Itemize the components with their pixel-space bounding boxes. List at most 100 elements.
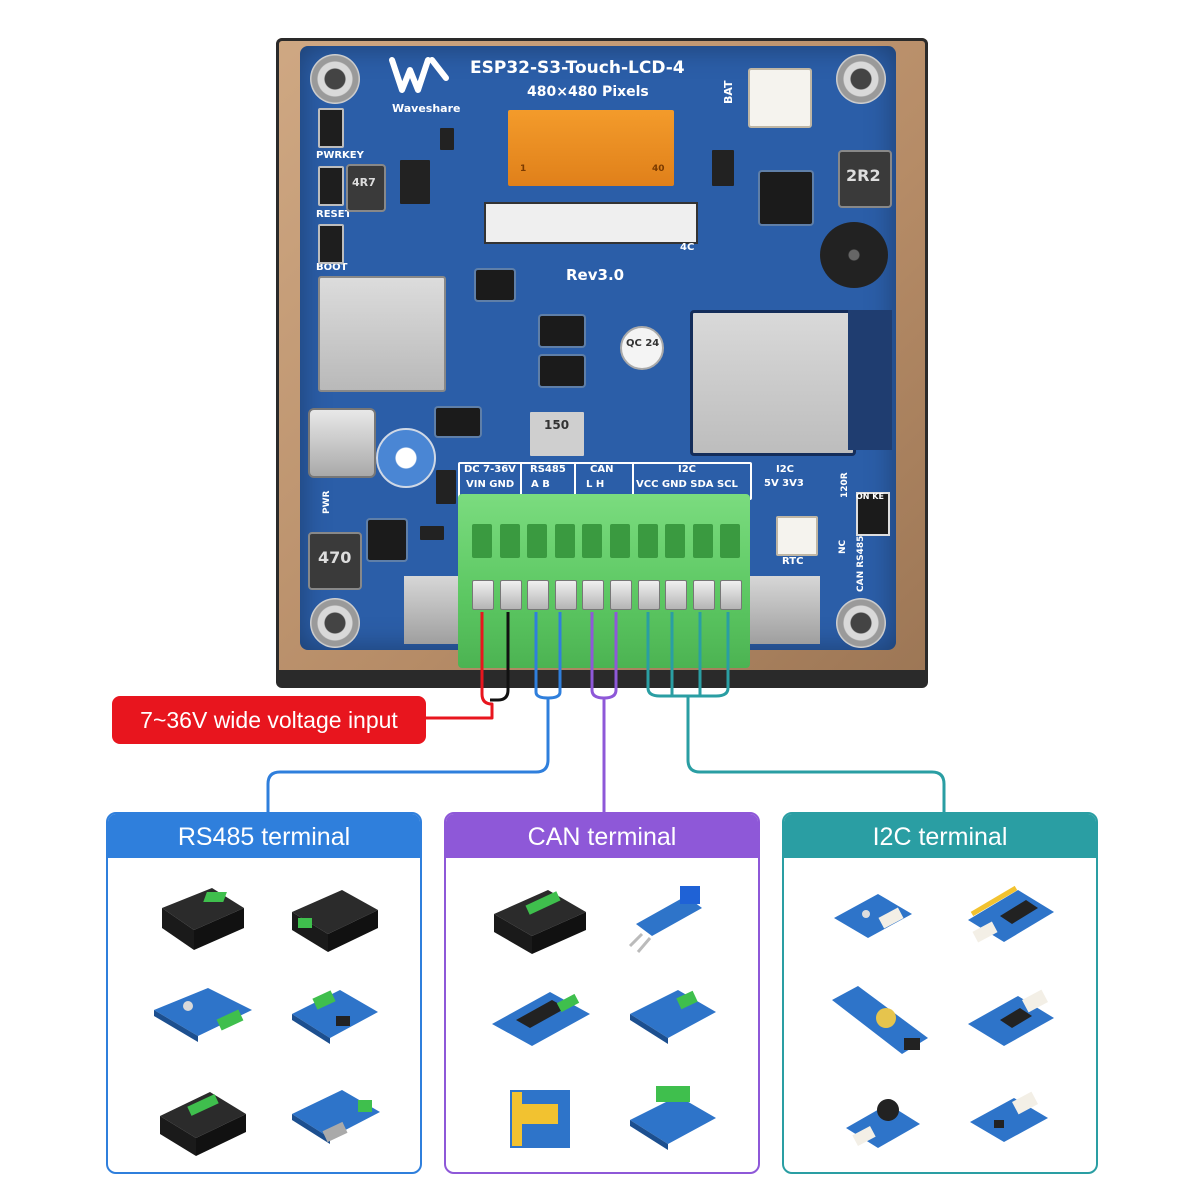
inductor-470 xyxy=(308,532,362,590)
i2c-pins: VCC GND SDA SCL xyxy=(636,479,738,490)
i2c-module-gpio-icon xyxy=(970,1091,1048,1142)
rs485-module-usb-to-rs485-icon xyxy=(162,888,244,950)
fpc-connector xyxy=(484,202,698,244)
i2c-module-rtc-icon xyxy=(832,986,928,1054)
can-wire xyxy=(590,612,618,812)
frame-edge xyxy=(276,670,928,688)
terminal-slot xyxy=(720,524,740,558)
ic-chip xyxy=(540,316,584,346)
ic-chip xyxy=(436,408,480,436)
rtc-connector xyxy=(776,516,818,556)
board-title: ESP32-S3-Touch-LCD-4 xyxy=(470,58,685,78)
terminal-slot xyxy=(500,524,520,558)
terminal-slot xyxy=(582,524,602,558)
brand-text: Waveshare xyxy=(392,102,461,115)
can-module-industrial-icon xyxy=(494,890,586,954)
fpc-pin-1: 1 xyxy=(520,164,527,174)
inductor-4r7 xyxy=(346,164,386,212)
terminal-screw-icon xyxy=(582,580,604,610)
i2c-module-sensor-icon xyxy=(834,894,912,938)
terminal-slot xyxy=(665,524,685,558)
i2c-header-label: I2C xyxy=(776,464,795,475)
terminal-screw-icon xyxy=(720,580,742,610)
qc-label: QC 24 xyxy=(626,338,660,349)
i2c-module-thermal-camera-icon xyxy=(846,1099,920,1148)
rs485-module-can-hat-icon xyxy=(292,990,378,1044)
i2c-module-adc-icon xyxy=(968,989,1054,1046)
revision-label: Rev3.0 xyxy=(566,266,625,284)
dc-pins: VIN GND xyxy=(466,479,515,490)
terminal-screw-icon xyxy=(500,580,522,610)
label-divider xyxy=(632,462,634,496)
label-divider xyxy=(574,462,576,496)
rs485-module-db9-icon xyxy=(292,1090,380,1144)
fpc-label: 4C xyxy=(680,242,695,253)
terminal-screw-icon xyxy=(555,580,577,610)
mounting-hole-bottom-right-icon xyxy=(836,598,886,648)
inductor-right-label: 2R2 xyxy=(846,166,881,185)
reset-button xyxy=(318,166,344,206)
power-black-wire xyxy=(490,612,510,702)
terminal-screw-icon xyxy=(693,580,715,610)
mounting-hole-top-left-icon xyxy=(310,54,360,104)
rs485-pins: A B xyxy=(531,479,550,490)
usb-c-port-icon xyxy=(308,408,376,478)
boot-button xyxy=(318,224,344,264)
buzzer-icon xyxy=(820,222,888,288)
electrolytic-capacitor xyxy=(376,428,436,488)
dip-switch xyxy=(856,492,890,536)
reset-label: RESET xyxy=(316,209,352,220)
terminal-screw-icon xyxy=(638,580,660,610)
qc-sticker xyxy=(620,326,664,370)
i2c-module-io-expander-icon xyxy=(968,885,1054,943)
can-pins: L H xyxy=(586,479,605,490)
terminal-screw-icon xyxy=(610,580,632,610)
terminal-screw-icon xyxy=(665,580,687,610)
ic-chip xyxy=(476,270,514,300)
terminal-slot xyxy=(610,524,630,558)
battery-connector xyxy=(748,68,812,128)
label-divider xyxy=(520,462,522,496)
terminal-slot xyxy=(693,524,713,558)
mounting-hole-bottom-left-icon xyxy=(310,598,360,648)
smd-component xyxy=(712,150,734,186)
rs485-wire xyxy=(266,612,562,812)
i2c-panel-title: I2C terminal xyxy=(784,814,1096,858)
rs485-module-industrial-icon xyxy=(160,1092,246,1156)
terminal-slot xyxy=(472,524,492,558)
can-module-transceiver-icon xyxy=(628,886,702,953)
terminal-slot xyxy=(527,524,547,558)
ic-chip xyxy=(368,520,406,560)
can-header: CAN xyxy=(590,464,614,475)
ic-chip xyxy=(760,172,812,224)
dip-label: ON KE xyxy=(856,492,884,501)
i2c-wire xyxy=(646,612,946,812)
voltage-input-callout: 7~36V wide voltage input xyxy=(112,696,426,744)
rs485-module-pi-hat-icon xyxy=(154,988,252,1042)
pwrkey-button xyxy=(318,108,344,148)
antenna-area xyxy=(848,310,892,450)
ground-pad xyxy=(750,576,820,644)
fpc-pin-40: 40 xyxy=(652,164,665,174)
smd-component xyxy=(530,412,584,456)
rtc-label: RTC xyxy=(782,556,804,567)
mounting-hole-top-right-icon xyxy=(836,54,886,104)
ic-chip xyxy=(540,356,584,386)
terminal-slot xyxy=(638,524,658,558)
waveshare-logo-icon xyxy=(389,57,449,93)
terminal-screw-icon xyxy=(527,580,549,610)
component-150: 150 xyxy=(544,418,570,432)
pwrkey-label: PWRKEY xyxy=(316,150,364,161)
rs485-terminal-panel: RS485 terminal xyxy=(106,812,422,1174)
i2c-voltage-label: 5V 3V3 xyxy=(764,478,804,489)
can-terminal-panel: CAN terminal xyxy=(444,812,760,1174)
terminal-screw-icon xyxy=(472,580,494,610)
can-module-pico-icon xyxy=(492,992,590,1046)
inductor-small-label: 4R7 xyxy=(352,176,376,189)
smd-component xyxy=(436,470,456,504)
rs485-header: RS485 xyxy=(530,464,566,475)
can-module-shield-icon xyxy=(510,1090,570,1148)
smd-component xyxy=(420,526,444,540)
board-resolution: 480×480 Pixels xyxy=(527,84,649,100)
smd-component xyxy=(440,128,454,150)
